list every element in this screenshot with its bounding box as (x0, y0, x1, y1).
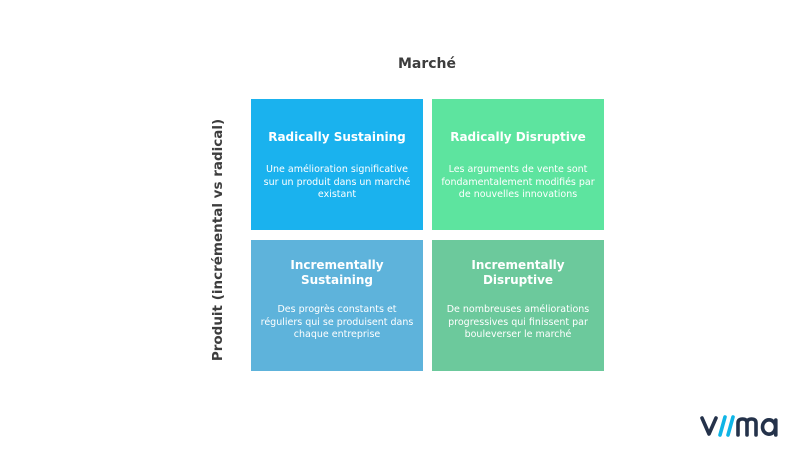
quadrant-title: Incrementally Sustaining (290, 258, 384, 287)
logo-letter-m (736, 417, 758, 437)
viima-logo (700, 415, 778, 437)
quadrant-description: Une amélioration significative sur un pr… (263, 164, 411, 200)
logo-accent-slash-1 (718, 415, 727, 437)
quadrant-description: Les arguments de vente sont fondamentale… (441, 164, 595, 200)
quadrant-description: De nombreuses améliorations progressives… (446, 304, 590, 340)
quadrant-title: Radically Sustaining (268, 130, 406, 144)
quadrant-radically-disruptive: Radically Disruptive Les arguments de ve… (432, 99, 604, 230)
x-axis-label: Marché (397, 56, 457, 72)
y-axis-label: Produit (incrémental vs radical) (210, 118, 226, 362)
quadrant-title: Radically Disruptive (450, 130, 586, 144)
quadrant-title: Incrementally Disruptive (471, 258, 565, 287)
quadrant-incrementally-sustaining: Incrementally Sustaining Des progrès con… (251, 240, 423, 371)
logo-letter-a-bowl (760, 418, 778, 436)
quadrant-description: Des progrès constants et réguliers qui s… (260, 304, 414, 340)
logo-accent-slash-2 (726, 415, 735, 437)
quadrant-incrementally-disruptive: Incrementally Disruptive De nombreuses a… (432, 240, 604, 371)
quadrant-radically-sustaining: Radically Sustaining Une amélioration si… (251, 99, 423, 230)
logo-letter-v (700, 416, 718, 436)
